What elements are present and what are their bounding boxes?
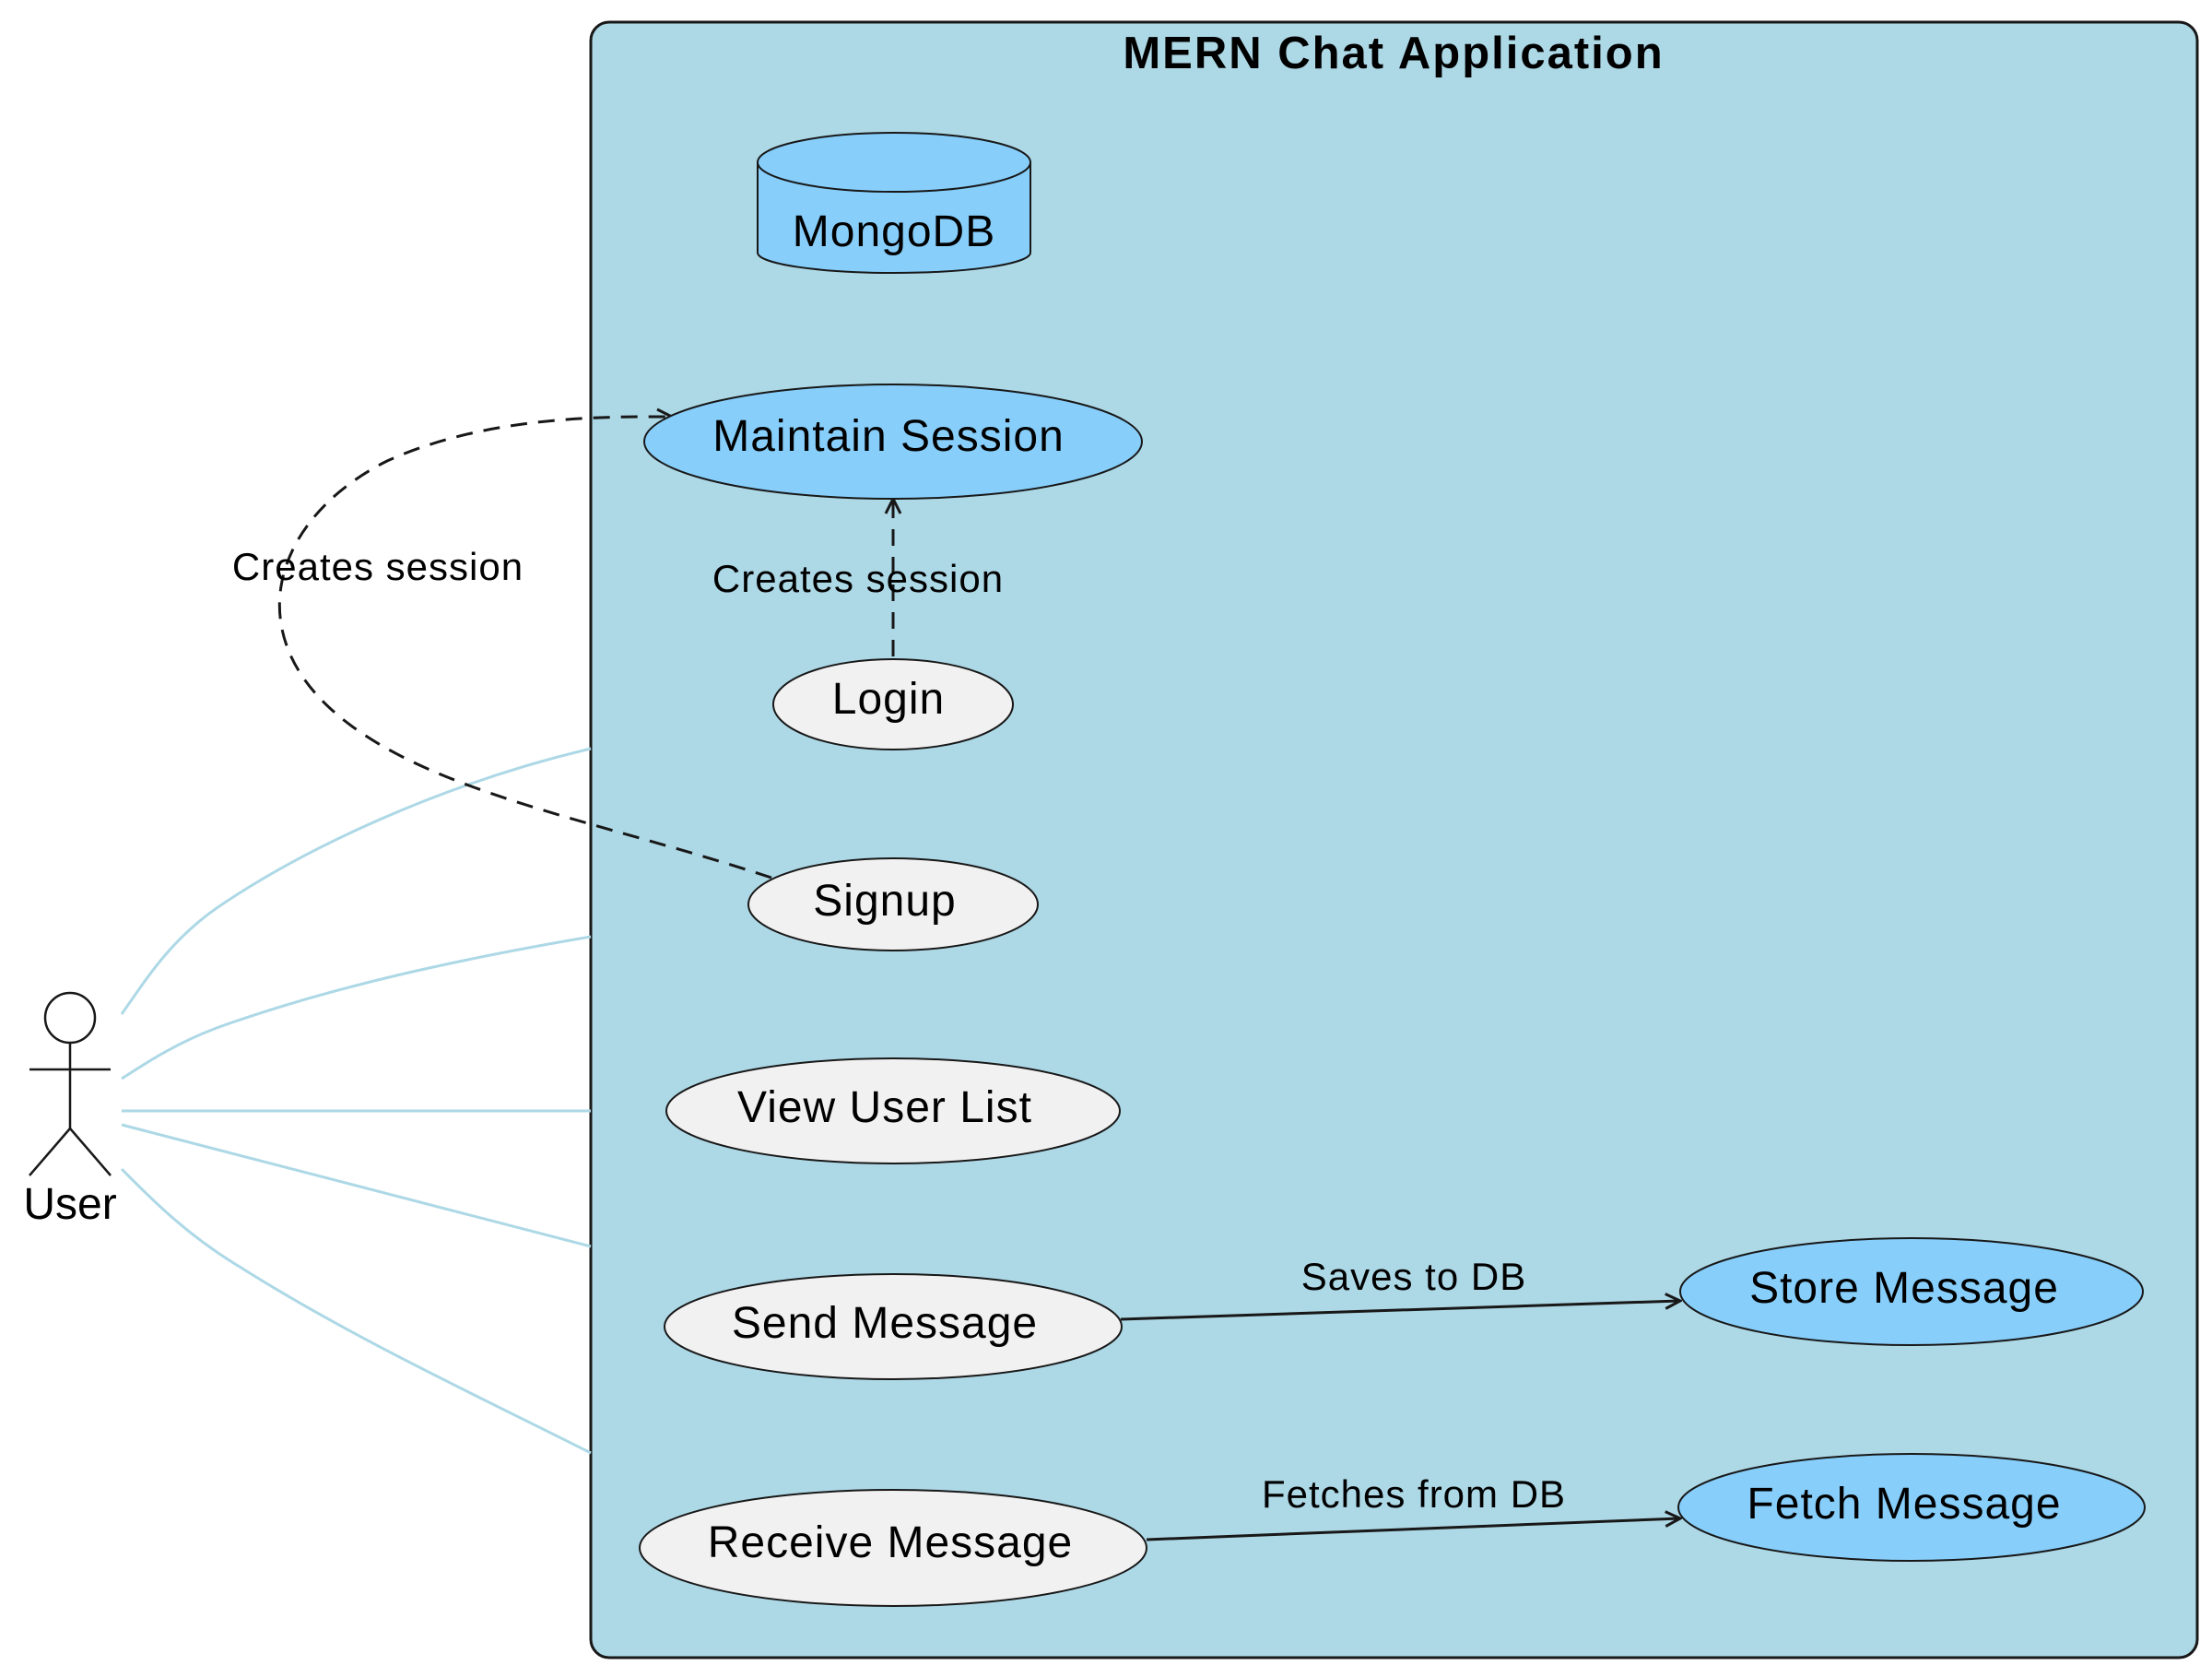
database-cylinder-body xyxy=(757,162,1031,274)
edge-signup-to-session xyxy=(277,417,772,880)
use-case-label: Send Message xyxy=(732,1299,1038,1348)
database-label: MongoDB xyxy=(793,207,995,256)
edge-receive-to-fetch xyxy=(1146,1518,1679,1541)
actor-label: User xyxy=(23,1180,116,1229)
use-case-shape xyxy=(639,1489,1147,1607)
database-cylinder-top xyxy=(757,132,1031,193)
edge-label-saves-to-db: Saves to DB xyxy=(1301,1255,1526,1298)
use-case-shape xyxy=(1677,1453,2146,1562)
use-case-login: Login xyxy=(772,658,1014,750)
use-case-label: Fetch Message xyxy=(1747,1480,2061,1529)
actor-associations xyxy=(120,747,592,1455)
association-line-signup xyxy=(121,935,592,1081)
use-case-label: View User List xyxy=(737,1083,1032,1132)
mongodb-database: MongoDB xyxy=(757,132,1031,274)
use-case-fetch-message: Fetch Message xyxy=(1677,1453,2146,1562)
use-case-shape xyxy=(643,384,1143,500)
use-case-label: Maintain Session xyxy=(712,412,1065,461)
association-line-login xyxy=(120,747,592,1015)
system-title: MERN Chat Application xyxy=(1123,29,1664,78)
edge-label-fetches-from-db: Fetches from DB xyxy=(1262,1472,1566,1516)
association-line-receive-message xyxy=(120,1167,592,1455)
use-case-shape xyxy=(1679,1237,2144,1346)
edge-label-login-session: Creates session xyxy=(712,557,1004,600)
use-case-receive-message: Receive Message xyxy=(639,1489,1147,1607)
use-case-view-user-list: View User List xyxy=(665,1057,1121,1164)
use-case-signup: Signup xyxy=(747,857,1039,951)
association-line-send-message xyxy=(121,1123,592,1248)
use-case-shape xyxy=(664,1273,1123,1380)
actor-user xyxy=(29,991,112,1176)
edge-label-signup-session: Creates session xyxy=(232,545,524,588)
use-case-store-message: Store Message xyxy=(1679,1237,2144,1346)
use-case-label: Receive Message xyxy=(708,1518,1074,1567)
use-case-shape xyxy=(747,857,1039,951)
use-case-label: Signup xyxy=(813,877,956,926)
actor-head xyxy=(43,991,97,1045)
use-case-shape xyxy=(665,1057,1121,1164)
use-case-label: Store Message xyxy=(1749,1264,2059,1313)
actor-right-leg xyxy=(69,1128,112,1176)
use-case-label: Login xyxy=(832,675,945,724)
actor-left-leg xyxy=(29,1128,71,1176)
use-case-maintain-session: Maintain Session xyxy=(643,384,1143,500)
edge-send-to-store xyxy=(1120,1301,1679,1321)
use-case-shape xyxy=(772,658,1014,750)
use-case-send-message: Send Message xyxy=(664,1273,1123,1380)
